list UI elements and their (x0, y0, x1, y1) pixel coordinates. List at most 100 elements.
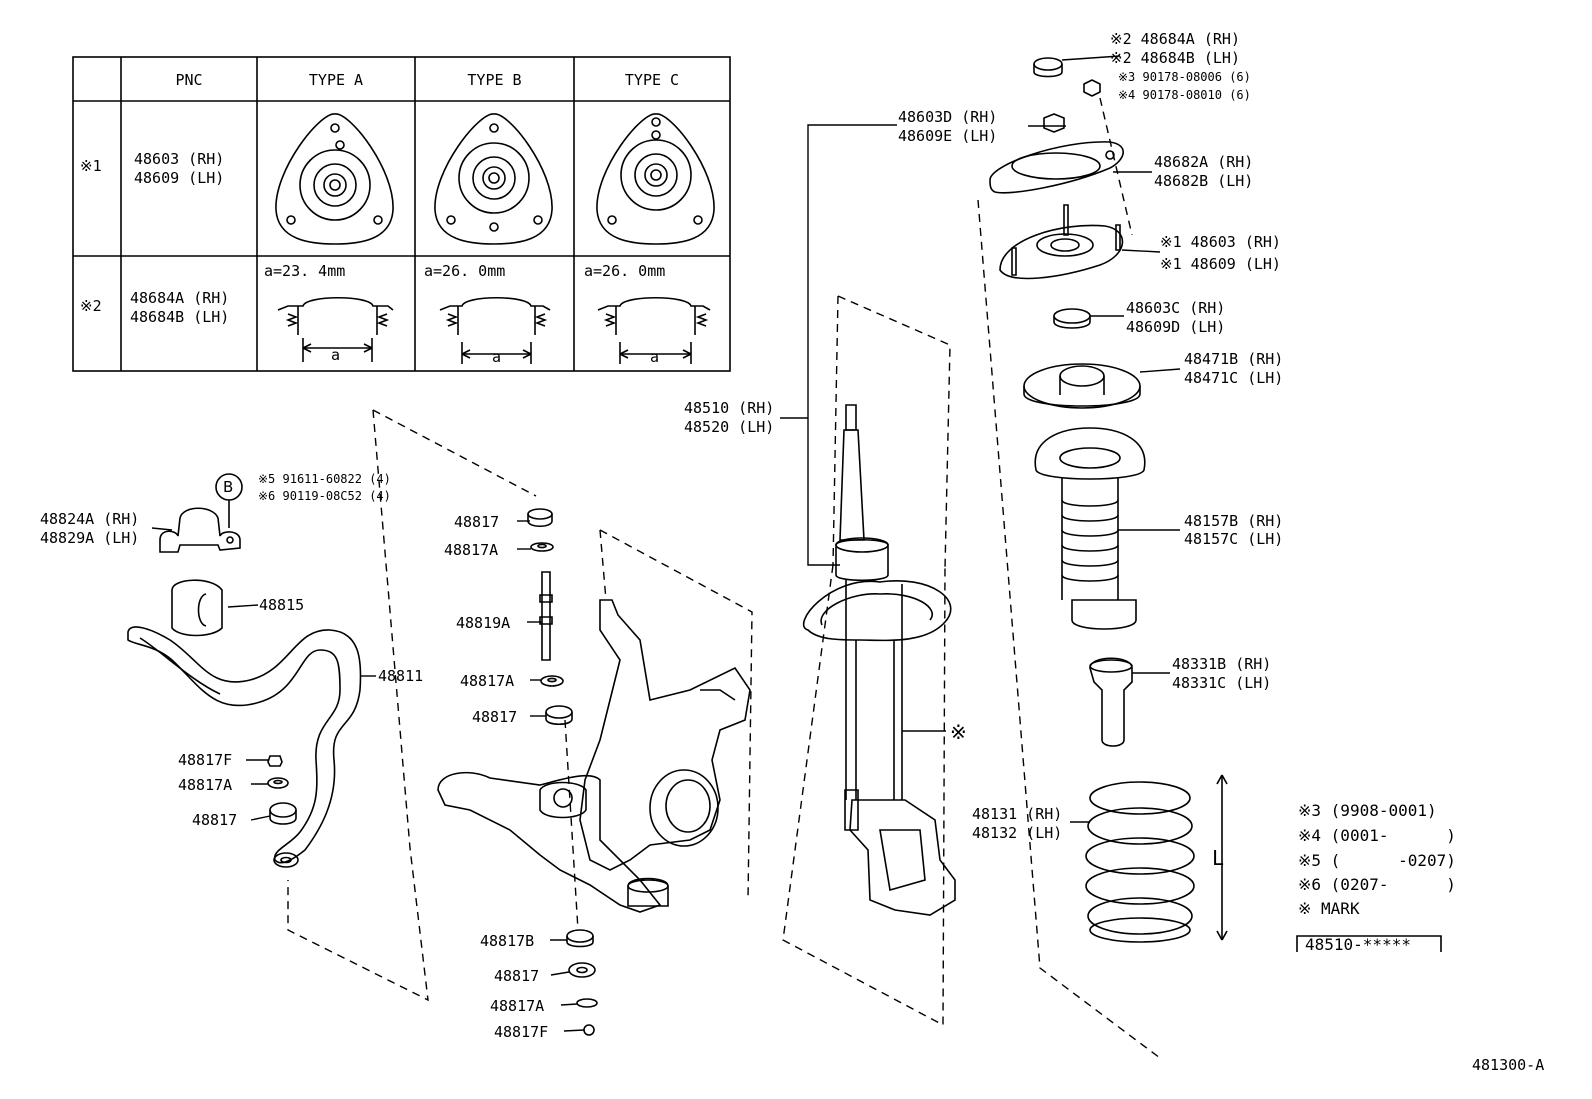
spring-48131-icon (1085, 781, 1195, 943)
seat-48471-icon (1023, 363, 1141, 409)
label-48157c: 48157C (LH) (1184, 530, 1284, 548)
link-bushing-top-icon (527, 508, 553, 528)
table-header-type-c: TYPE C (624, 71, 680, 89)
label-link-48817a-bottom: 48817A (490, 997, 545, 1015)
label-48603d: 48603D (RH) (898, 108, 998, 126)
bar-washer-48817a-icon (267, 777, 289, 789)
link-rod-icon (539, 571, 553, 661)
label-48609d: 48609D (LH) (1126, 318, 1226, 336)
diagram-code: 481300-A (1472, 1056, 1545, 1074)
label-48510: 48510 (RH) (684, 399, 775, 417)
stabilizer-bracket-icon (159, 507, 241, 553)
link-washer-bottom-icon (576, 998, 598, 1008)
label-nut-a: ※3 90178-08006 (6) (1118, 70, 1251, 84)
label-48829a: 48829A (LH) (40, 529, 140, 547)
link-dashed-outline (287, 409, 579, 1002)
table-header-type-b: TYPE B (467, 71, 522, 89)
plate-48682-icon (989, 141, 1124, 194)
legend-item-5: ※5 ( -0207) (1298, 851, 1456, 870)
table-row1-mark: ※1 (80, 157, 102, 175)
table-dim-type-b: a=26. 0mm (424, 262, 506, 280)
stabilizer-bushing-icon (171, 579, 223, 637)
label-48815: 48815 (259, 596, 305, 614)
cap-section-type-c-icon (597, 296, 711, 364)
label-48131: 48131 (RH) (972, 805, 1063, 823)
nut-90178-icon (1083, 79, 1101, 97)
table-row2-pnc-rh: 48684A (RH) (130, 289, 230, 307)
bumper-48331-icon (1089, 657, 1133, 747)
knuckle-dashed-outline (599, 529, 753, 901)
label-link-48817-top: 48817 (454, 513, 500, 531)
mark-box (1296, 935, 1442, 952)
table-dim-type-c: a=26. 0mm (584, 262, 666, 280)
legend-item-4: ※4 (0001- ) (1298, 826, 1456, 845)
label-link-48817f-bottom: 48817F (494, 1023, 549, 1041)
link-washer-mid-icon (540, 675, 564, 687)
nut-48603d-icon (1043, 113, 1065, 133)
cap-48684-icon (1033, 57, 1063, 78)
label-circle-b: B (223, 478, 234, 496)
strut-dashed-outline (782, 295, 951, 1027)
label-48471c: 48471C (LH) (1184, 369, 1284, 387)
strut-assembly-icon (802, 404, 956, 916)
label-link-48817a-mid: 48817A (460, 672, 515, 690)
steering-knuckle-icon (579, 599, 751, 871)
boot-48157-icon (1034, 427, 1146, 630)
label-link-48817-mid: 48817 (472, 708, 518, 726)
label-bar-48817f: 48817F (178, 751, 233, 769)
label-link-48817a-top: 48817A (444, 541, 499, 559)
dim-letter-b: a (492, 348, 502, 366)
support-type-c-icon (596, 113, 715, 245)
table-row1-pnc-lh: 48609 (LH) (134, 169, 225, 187)
label-strut-mark: ※ (950, 720, 967, 744)
label-48331c: 48331C (LH) (1172, 674, 1272, 692)
link-bushing-mid-icon (545, 705, 573, 726)
support-type-b-icon (434, 113, 553, 245)
table-row2-mark: ※2 (80, 297, 102, 315)
bar-nut-48817f-icon (267, 755, 283, 767)
cap-section-type-b-icon (439, 296, 551, 364)
label-48811: 48811 (378, 667, 424, 685)
support-48603-icon (999, 204, 1124, 280)
label-48609: ※1 48609 (LH) (1160, 255, 1281, 273)
legend-mark: ※ MARK (1298, 899, 1360, 918)
label-spring-length: L (1212, 846, 1225, 870)
legend-mark-box-text: 48510-***** (1305, 935, 1411, 954)
dim-letter-a: a (331, 346, 341, 364)
table-header-pnc: PNC (175, 71, 203, 89)
label-link-48817-bottom: 48817 (494, 967, 540, 985)
spring-length-dimension (1216, 774, 1228, 941)
link-bushing-bottom-icon (566, 929, 594, 948)
spring-dashed-outline (977, 97, 1161, 1059)
label-48609e: 48609E (LH) (898, 127, 998, 145)
bearing-48603c-icon (1053, 308, 1091, 329)
label-cap-lh: ※2 48684B (LH) (1110, 49, 1240, 67)
lower-arm-icon (437, 771, 669, 913)
label-48520: 48520 (LH) (684, 418, 775, 436)
label-link-48817b: 48817B (480, 932, 535, 950)
table-header-type-a: TYPE A (308, 71, 364, 89)
link-nut-bottom-icon (583, 1024, 595, 1036)
cap-section-type-a-icon (277, 296, 394, 362)
table-dim-type-a: a=23. 4mm (264, 262, 346, 280)
link-washer-top-icon (530, 542, 554, 552)
b-bolt-marker (215, 473, 243, 528)
table-row1-pnc-rh: 48603 (RH) (134, 150, 225, 168)
label-cap-rh: ※2 48684A (RH) (1110, 30, 1240, 48)
label-48682a: 48682A (RH) (1154, 153, 1254, 171)
support-type-a-icon (275, 113, 394, 245)
label-bolt-6: ※6 90119-08C52 (4) (258, 489, 391, 503)
legend-item-3: ※3 (9908-0001) (1298, 801, 1437, 820)
label-48824a: 48824A (RH) (40, 510, 140, 528)
label-bar-48817: 48817 (192, 811, 238, 829)
label-nut-b: ※4 90178-08010 (6) (1118, 88, 1251, 102)
link-bushing-48817-bottom-icon (568, 962, 596, 978)
label-48157b: 48157B (RH) (1184, 512, 1284, 530)
spec-table-grid (72, 56, 731, 372)
leader-lines (151, 55, 1181, 1032)
label-48682b: 48682B (LH) (1154, 172, 1254, 190)
legend-item-6: ※6 (0207- ) (1298, 875, 1456, 894)
label-link-48819a: 48819A (456, 614, 511, 632)
dim-letter-c: a (650, 348, 660, 366)
